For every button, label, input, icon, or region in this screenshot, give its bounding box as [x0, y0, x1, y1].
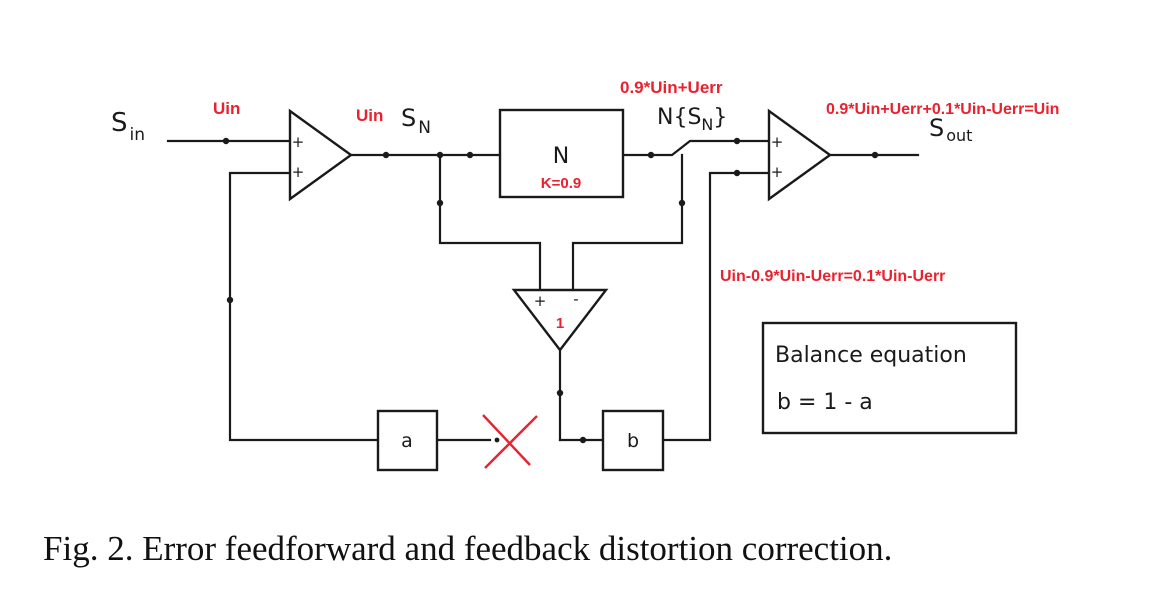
- block-a-label: a: [401, 430, 413, 452]
- output-sum-annotation: 0.9*Uin+Uerr+0.1*Uin-Uerr=Uin: [826, 101, 1059, 118]
- error-amp-gain-annotation: 1: [556, 315, 564, 332]
- balance-equation: b = 1 - a: [777, 390, 873, 415]
- amp2-plus-bottom: +: [771, 163, 784, 181]
- err-minus: -: [573, 290, 578, 308]
- red-annotations: Uin Uin 0.9*Uin+Uerr 0.9*Uin+Uerr+0.1*Ui…: [213, 78, 1059, 285]
- err-plus: +: [534, 292, 547, 310]
- feedback-block-a: a: [376, 409, 439, 472]
- balance-equation-box: Balance equation b = 1 - a: [761, 321, 1018, 435]
- block-b-label: b: [627, 430, 639, 452]
- amp1-plus-bottom: +: [292, 163, 305, 181]
- block-n-label: N: [553, 144, 569, 169]
- nonlinear-block-n: N K=0.9: [498, 108, 625, 199]
- broken-link-cross-icon: [482, 414, 538, 469]
- error-sum-annotation: Uin-0.9*Uin-Uerr=0.1*Uin-Uerr: [720, 268, 945, 285]
- feedforward-block-b: b: [601, 409, 665, 472]
- figure-caption: Fig. 2. Error feedforward and feedback d…: [43, 529, 892, 568]
- input-summing-amplifier: + +: [288, 108, 354, 202]
- balance-title: Balance equation: [775, 343, 967, 368]
- error-amplifier: + - 1: [511, 288, 609, 352]
- n-output-annotation: 0.9*Uin+Uerr: [620, 78, 723, 97]
- uin-sn-annotation: Uin: [356, 106, 383, 125]
- output-summing-amplifier: + +: [767, 108, 833, 202]
- amp2-plus-top: +: [771, 133, 784, 151]
- junction-dots: [222, 137, 879, 444]
- amp1-plus-top: +: [292, 133, 305, 151]
- n-of-sn-label: N{SN}: [657, 105, 727, 134]
- k-value-annotation: K=0.9: [541, 175, 581, 192]
- uin-input-annotation: Uin: [213, 99, 240, 118]
